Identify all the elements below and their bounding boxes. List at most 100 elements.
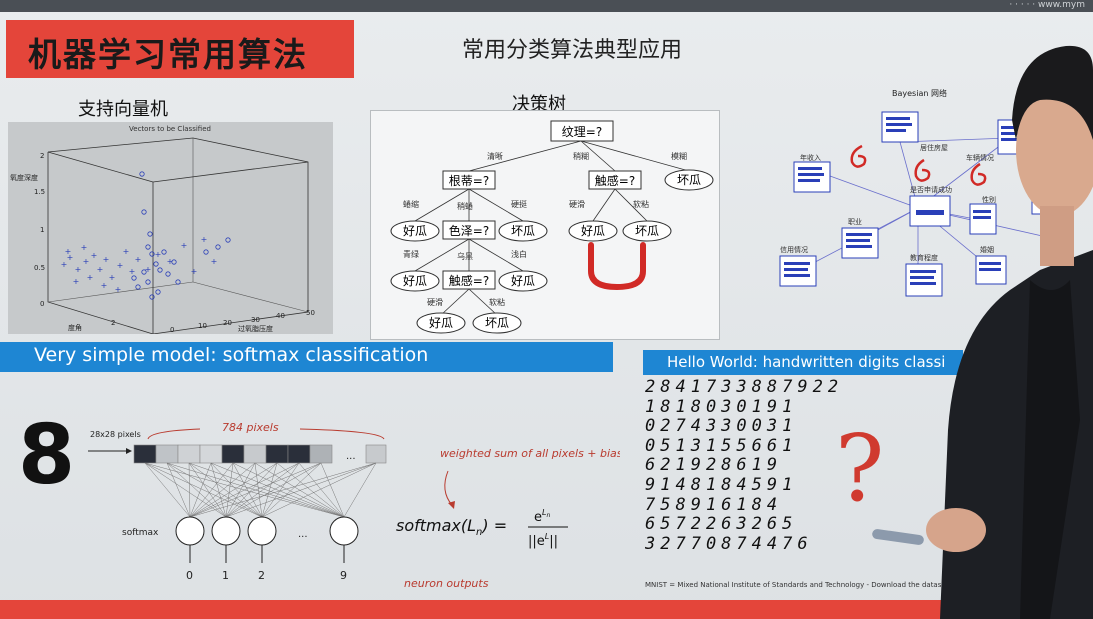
svm-point-plus: + xyxy=(109,273,116,282)
svm-ztick-0: 2 xyxy=(40,152,44,160)
svm-point-plus: + xyxy=(129,267,136,276)
digit-row: 0274330031 xyxy=(645,416,798,437)
svm-ztick-2: 1 xyxy=(40,226,44,234)
svm-point-plus: + xyxy=(103,255,110,264)
output-label-2: 2 xyxy=(258,569,265,582)
title-banner: 机器学习常用算法 xyxy=(6,20,354,78)
tree-edge-label: 硬滑 xyxy=(569,199,585,209)
output-label-9: 9 xyxy=(340,569,347,582)
nn-connection-line xyxy=(210,462,227,518)
tree-edge-label: 清晰 xyxy=(487,151,503,161)
svm-xtick-5: 40 xyxy=(276,312,285,320)
nn-connection-line xyxy=(225,462,234,518)
tree-leaf-bad-2: 坏瓜 xyxy=(511,224,535,238)
tree-edge-label: 硬滑 xyxy=(427,297,443,307)
svm-point-circle xyxy=(149,251,155,257)
bayes-title: Bayesian 网络 xyxy=(892,88,947,98)
tree-edge-label: 稍蜷 xyxy=(457,201,473,211)
svm-point-plus: + xyxy=(123,247,130,256)
svm-point-circle xyxy=(157,267,163,273)
softmax-network-diagram: 8 28x28 pixels ... 784 pixels xyxy=(18,408,620,590)
formula-numerator: eLn xyxy=(534,508,550,525)
nn-connection-line xyxy=(254,462,263,518)
bayes-node-label: 信用情况 xyxy=(780,245,808,254)
softmax-banner: Very simple model: softmax classificatio… xyxy=(0,342,613,372)
input-digit-eight: 8 xyxy=(18,408,75,503)
svm-ztick-1: 1.5 xyxy=(34,188,45,196)
tree-edge-label: 软粘 xyxy=(489,297,505,307)
neuron-outputs-note: neuron outputs xyxy=(404,577,489,590)
presenter-hair xyxy=(1012,45,1093,140)
formula-lhs: softmax(Ln) = xyxy=(396,516,507,538)
nn-connection-line xyxy=(210,462,263,518)
nn-connection-line xyxy=(261,462,377,518)
nn-connection-line xyxy=(225,462,322,518)
nn-connection-line xyxy=(189,462,212,518)
svm-points: +++++++++++++++++++++++++ xyxy=(61,171,231,300)
tree-edge-label: 硬挺 xyxy=(511,199,527,209)
svm-point-plus: + xyxy=(181,241,188,250)
bayes-node-label: 年收入 xyxy=(800,153,821,162)
svm-point-plus: + xyxy=(191,267,198,276)
svm-point-plus: + xyxy=(81,243,88,252)
tree-edge-label: 软粘 xyxy=(633,199,649,209)
tree-leaf-good-1: 好瓜 xyxy=(403,224,427,238)
top-url-text: · · · · · www.mym xyxy=(1009,0,1085,10)
weighted-sum-note: weighted sum of all pixels + bias xyxy=(440,447,620,460)
nn-connection-line xyxy=(188,462,227,518)
mnist-footer: MNIST = Mixed National Institute of Stan… xyxy=(645,581,949,589)
output-label-0: 0 xyxy=(186,569,193,582)
svm-point-circle xyxy=(141,269,147,275)
svm-xtick-2: 10 xyxy=(198,322,207,330)
svm-point-plus: + xyxy=(67,253,74,262)
nn-connection-line xyxy=(189,462,322,518)
svm-point-plus: + xyxy=(83,257,90,266)
nn-connection-line xyxy=(188,462,345,518)
svm-3d-scatter: Vectors to be Classified 氧度深度 2 1.5 1 0.… xyxy=(8,122,333,335)
nn-connection-line xyxy=(225,462,278,518)
nn-connection-line xyxy=(188,462,263,518)
nn-connection-line xyxy=(225,462,300,518)
presenter-hand xyxy=(926,508,986,552)
presenter-face xyxy=(1016,84,1093,216)
svm-point-plus: + xyxy=(117,261,124,270)
tree-root: 纹理=? xyxy=(562,125,602,139)
tree-label: 决策树 xyxy=(512,94,566,115)
digit-row: 2841733887922 xyxy=(645,378,844,397)
nn-connection-line xyxy=(144,462,263,518)
tree-leaf-good-5: 好瓜 xyxy=(429,316,453,330)
red-u-annotation xyxy=(588,242,646,291)
nn-connection-line xyxy=(298,462,345,518)
svm-point-plus: + xyxy=(145,265,152,274)
nn-connection-line xyxy=(166,462,263,518)
svm-point-plus: + xyxy=(167,257,174,266)
nn-connection-line xyxy=(225,462,377,518)
digit-row: 621928619 xyxy=(645,455,783,476)
mnist-digit-grid: 2841733887922 1818030191 0274330031 0513… xyxy=(645,378,970,578)
svm-point-plus: + xyxy=(75,265,82,274)
svm-point-circle xyxy=(131,275,137,281)
svm-point-circle xyxy=(171,259,177,265)
nn-connection-line xyxy=(144,462,227,518)
svm-point-circle xyxy=(145,244,151,250)
pixel-ellipsis: ... xyxy=(346,451,356,462)
tree-edge-label: 浅白 xyxy=(511,249,527,259)
slide-subtitle: 常用分类算法典型应用 xyxy=(462,38,683,63)
nn-connection-line xyxy=(254,462,345,518)
bayes-node-label: 是否申请成功 xyxy=(910,185,952,194)
svm-point-circle xyxy=(161,249,167,255)
nn-connection-line xyxy=(232,462,263,518)
svm-point-plus: + xyxy=(87,273,94,282)
svm-point-plus: + xyxy=(73,277,80,286)
nn-connection-line xyxy=(225,462,256,518)
svm-point-plus: + xyxy=(65,247,72,256)
red-question-mark: ? xyxy=(835,415,885,522)
tree-leaf-bad-4: 坏瓜 xyxy=(485,316,509,330)
softmax-banner-text: Very simple model: softmax classificatio… xyxy=(34,344,429,366)
svm-point-circle xyxy=(225,237,231,243)
decision-tree-diagram: 纹理=? 根蒂=? 触感=? 坏瓜 好瓜 色泽=? 坏瓜 好瓜 坏瓜 好瓜 触感… xyxy=(390,120,714,334)
bayes-node-label: 车辆情况 xyxy=(966,153,994,162)
svm-point-plus: + xyxy=(211,257,218,266)
